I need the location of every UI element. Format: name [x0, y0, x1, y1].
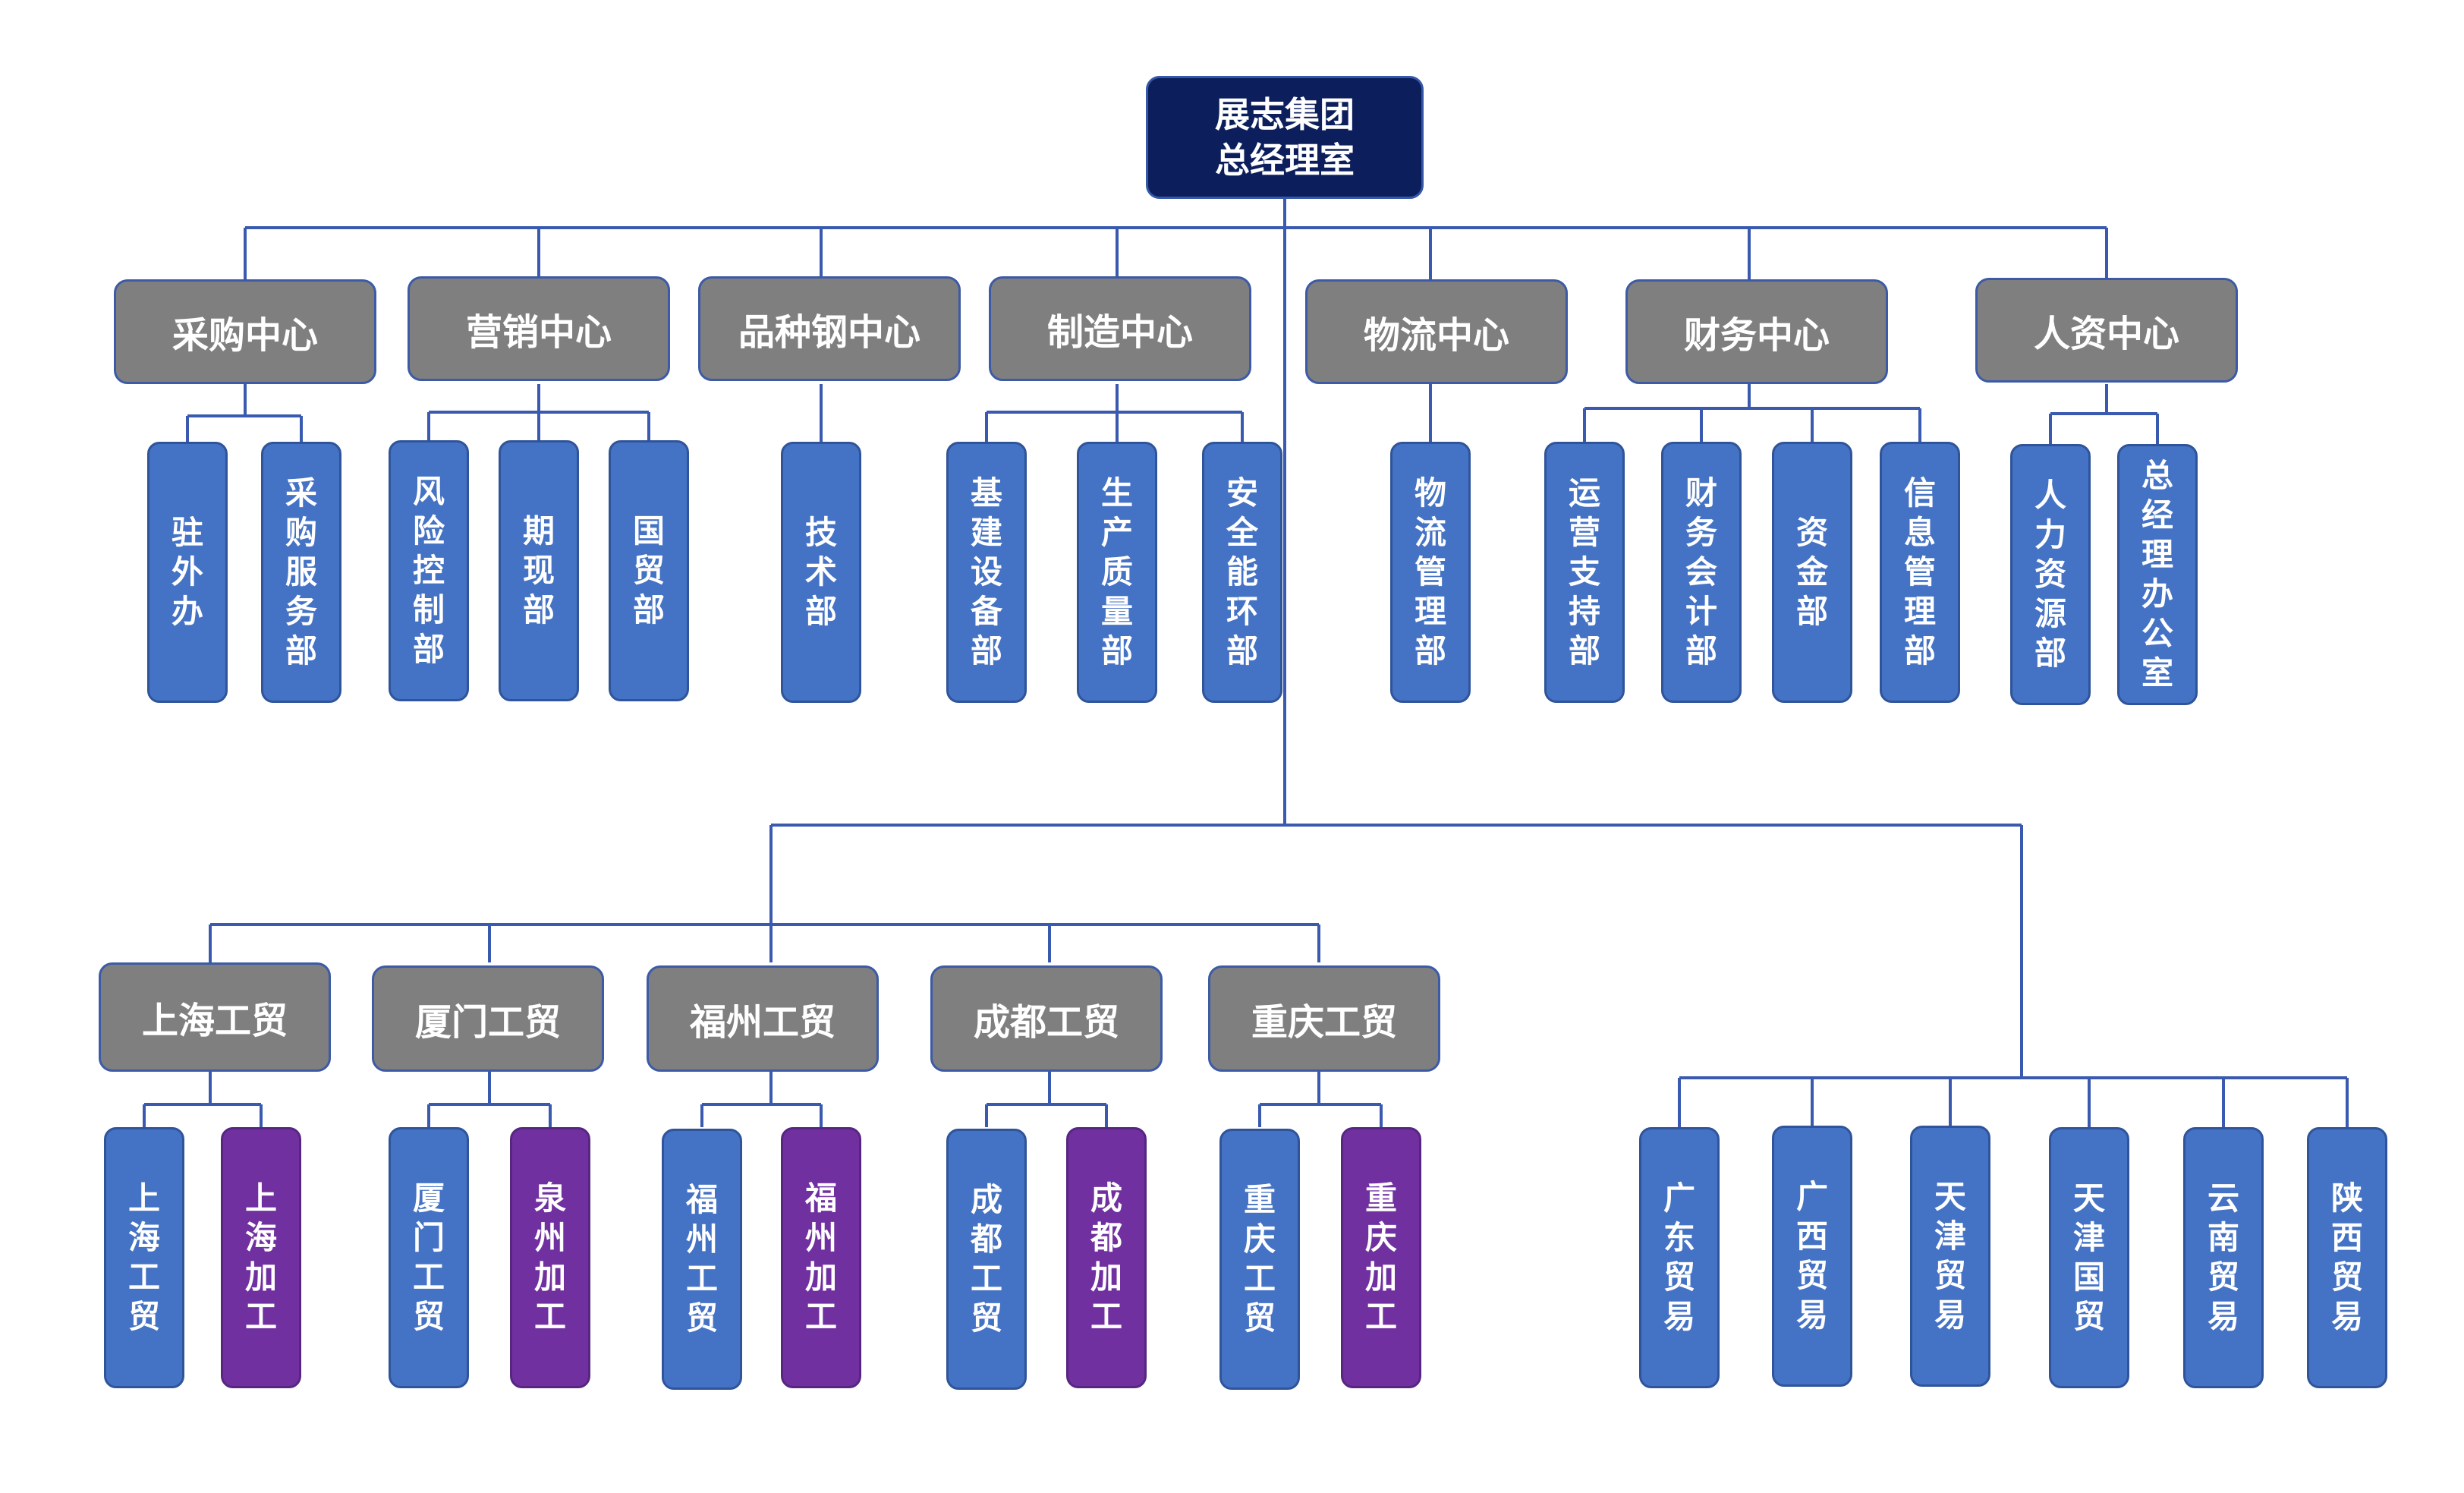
dept-box[interactable]: 运营支持部 — [1544, 442, 1625, 703]
center-hr[interactable]: 人资中心 — [1975, 278, 2238, 383]
processing-box[interactable]: 重庆加工 — [1341, 1127, 1421, 1388]
center-label: 人资中心 — [2033, 313, 2179, 355]
dept-box[interactable]: 财务会计部 — [1661, 442, 1742, 703]
trading-label: 陕西贸易 — [2330, 1180, 2363, 1335]
subsidiary-label: 上海加工 — [244, 1180, 277, 1335]
dept-label: 资金部 — [1795, 514, 1828, 630]
subsidiary-box[interactable]: 成都工贸 — [946, 1129, 1027, 1390]
center-label: 品种钢中心 — [738, 311, 920, 354]
dept-box[interactable]: 风险控制部 — [389, 440, 469, 701]
root-line2: 总经理室 — [1215, 140, 1355, 181]
center-special-steel[interactable]: 品种钢中心 — [698, 276, 961, 381]
branch-label: 厦门工贸 — [414, 1001, 561, 1044]
dept-box[interactable]: 信息管理部 — [1880, 442, 1960, 703]
subsidiary-box[interactable]: 上海工贸 — [104, 1127, 184, 1388]
dept-box[interactable]: 安全能环部 — [1202, 442, 1282, 703]
trading-box[interactable]: 天津贸易 — [1910, 1126, 1990, 1387]
subsidiary-label: 泉州加工 — [533, 1180, 566, 1335]
dept-label: 风险控制部 — [412, 473, 445, 668]
dept-label: 物流管理部 — [1414, 474, 1446, 669]
center-label: 物流中心 — [1363, 314, 1509, 357]
branch-chongqing[interactable]: 重庆工贸 — [1208, 965, 1440, 1072]
center-finance[interactable]: 财务中心 — [1625, 279, 1888, 384]
trading-box[interactable]: 云南贸易 — [2183, 1127, 2264, 1388]
trading-label: 天津贸易 — [1934, 1178, 1966, 1334]
dept-label: 技术部 — [804, 514, 837, 630]
center-label: 营销中心 — [465, 311, 612, 354]
dept-box[interactable]: 期现部 — [499, 440, 579, 701]
trading-label: 广东贸易 — [1663, 1180, 1695, 1335]
processing-box[interactable]: 成都加工 — [1066, 1127, 1147, 1388]
subsidiary-label: 厦门工贸 — [412, 1180, 445, 1335]
trading-label: 天津国贸 — [2072, 1180, 2105, 1335]
trading-box[interactable]: 天津国贸 — [2049, 1127, 2129, 1388]
dept-label: 总经理办公室 — [2141, 457, 2173, 691]
branch-label: 上海工贸 — [141, 1000, 288, 1042]
trading-box[interactable]: 陕西贸易 — [2307, 1127, 2387, 1388]
dept-label: 基建设备部 — [970, 474, 1002, 669]
center-label: 财务中心 — [1683, 314, 1830, 357]
subsidiary-label: 重庆加工 — [1364, 1180, 1397, 1335]
branch-fuzhou[interactable]: 福州工贸 — [647, 965, 879, 1072]
dept-label: 采购服务部 — [285, 474, 317, 669]
branch-chengdu[interactable]: 成都工贸 — [930, 965, 1163, 1072]
dept-box[interactable]: 驻外办 — [147, 442, 228, 703]
dept-label: 人力资源部 — [2034, 477, 2066, 672]
branch-label: 成都工贸 — [973, 1001, 1119, 1044]
dept-box[interactable]: 技术部 — [781, 442, 861, 703]
trading-box[interactable]: 广西贸易 — [1772, 1126, 1852, 1387]
dept-label: 信息管理部 — [1903, 474, 1936, 669]
processing-box[interactable]: 泉州加工 — [510, 1127, 590, 1388]
trading-label: 云南贸易 — [2207, 1180, 2239, 1335]
subsidiary-box[interactable]: 厦门工贸 — [389, 1127, 469, 1388]
subsidiary-label: 成都工贸 — [970, 1181, 1002, 1337]
dept-label: 生产质量部 — [1100, 474, 1133, 669]
processing-box[interactable]: 上海加工 — [221, 1127, 301, 1388]
dept-label: 驻外办 — [171, 514, 203, 630]
subsidiary-label: 重庆工贸 — [1243, 1181, 1276, 1337]
dept-box[interactable]: 基建设备部 — [946, 442, 1027, 703]
branch-xiamen[interactable]: 厦门工贸 — [372, 965, 604, 1072]
center-logistics[interactable]: 物流中心 — [1305, 279, 1568, 384]
root-line1: 展志集团 — [1215, 94, 1355, 135]
dept-label: 财务会计部 — [1685, 474, 1717, 669]
dept-box[interactable]: 物流管理部 — [1390, 442, 1471, 703]
branch-shanghai[interactable]: 上海工贸 — [99, 962, 331, 1072]
center-procurement[interactable]: 采购中心 — [114, 279, 376, 384]
root-node[interactable]: 展志集团 总经理室 — [1146, 76, 1424, 199]
subsidiary-label: 福州加工 — [804, 1180, 837, 1335]
trading-label: 广西贸易 — [1795, 1178, 1828, 1334]
dept-label: 安全能环部 — [1226, 474, 1258, 669]
subsidiary-label: 福州工贸 — [685, 1181, 718, 1337]
subsidiary-label: 上海工贸 — [127, 1180, 160, 1335]
dept-box[interactable]: 人力资源部 — [2010, 444, 2091, 705]
center-manufacturing[interactable]: 制造中心 — [989, 276, 1251, 381]
subsidiary-box[interactable]: 福州工贸 — [662, 1129, 742, 1390]
processing-box[interactable]: 福州加工 — [781, 1127, 861, 1388]
center-marketing[interactable]: 营销中心 — [408, 276, 670, 381]
dept-box[interactable]: 生产质量部 — [1077, 442, 1157, 703]
subsidiary-label: 成都加工 — [1090, 1180, 1122, 1335]
dept-label: 期现部 — [522, 512, 555, 628]
branch-label: 福州工贸 — [689, 1001, 835, 1044]
dept-box[interactable]: 资金部 — [1772, 442, 1852, 703]
dept-label: 国贸部 — [632, 512, 665, 628]
branch-label: 重庆工贸 — [1251, 1001, 1397, 1044]
center-label: 采购中心 — [172, 314, 318, 357]
dept-box[interactable]: 采购服务部 — [261, 442, 341, 703]
dept-box[interactable]: 国贸部 — [609, 440, 689, 701]
dept-box[interactable]: 总经理办公室 — [2117, 444, 2198, 705]
dept-label: 运营支持部 — [1568, 474, 1600, 669]
trading-box[interactable]: 广东贸易 — [1639, 1127, 1720, 1388]
center-label: 制造中心 — [1046, 311, 1193, 354]
subsidiary-box[interactable]: 重庆工贸 — [1219, 1129, 1300, 1390]
